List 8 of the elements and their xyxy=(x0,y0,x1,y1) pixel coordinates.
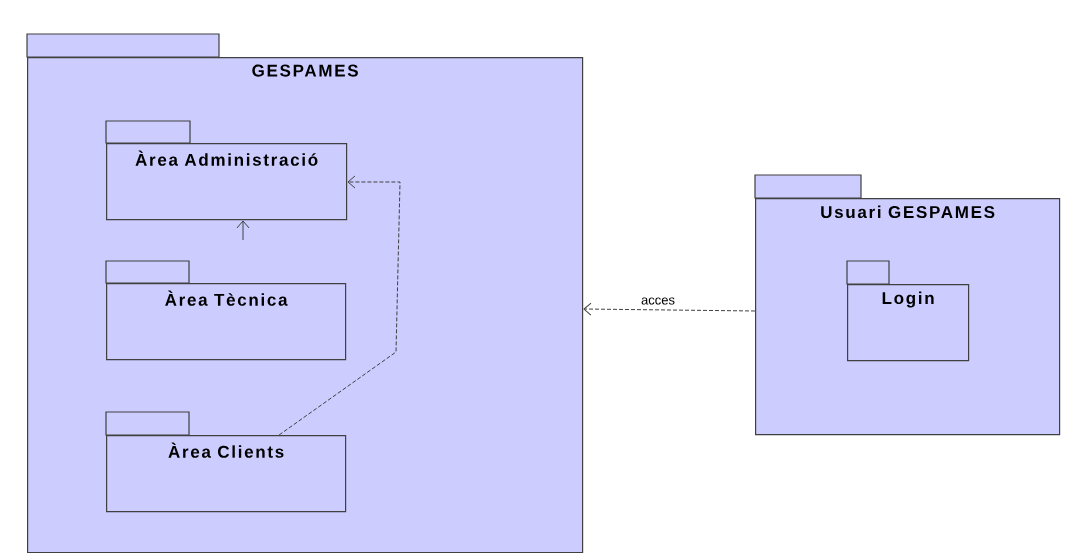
package-box: Àrea Clients xyxy=(105,411,347,513)
dependency-arrow xyxy=(583,302,756,316)
package-box: Àrea Administració xyxy=(105,120,348,221)
edge-label: acces xyxy=(640,296,676,306)
arrowhead xyxy=(236,220,250,241)
package-box: Login xyxy=(846,260,970,362)
dependency-arrow xyxy=(278,175,401,436)
package-box: Àrea Tècnica xyxy=(105,260,347,361)
